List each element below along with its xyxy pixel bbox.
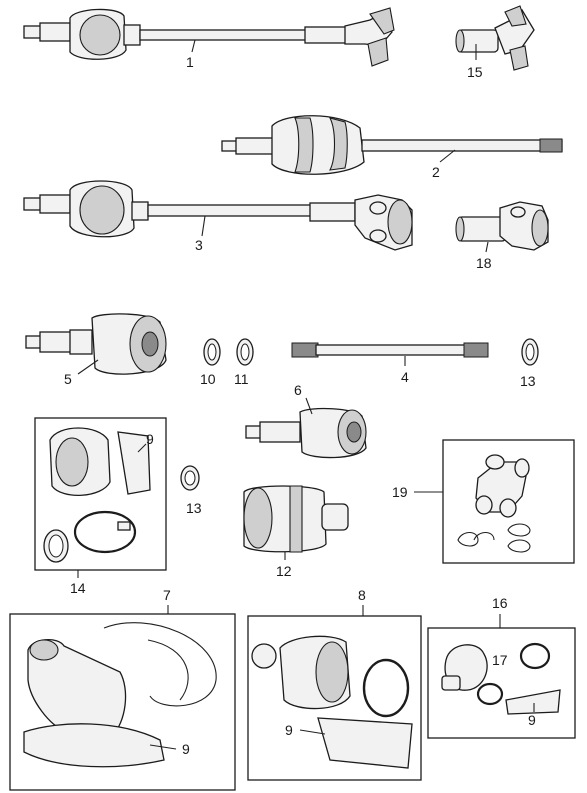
label-19: 19 — [392, 484, 408, 500]
part-18-universal-joint — [455, 201, 549, 251]
part-5-cv-joint — [25, 313, 167, 375]
label-13-middle: 13 — [186, 500, 202, 516]
callout-9-box8: 9 — [285, 722, 326, 738]
label-8: 8 — [358, 587, 366, 603]
part-13-circlip-top — [521, 338, 539, 366]
label-9-box14: 9 — [146, 431, 154, 447]
part-13-circlip-middle — [180, 465, 200, 491]
callout-12: 12 — [276, 552, 292, 579]
label-9-box7: 9 — [182, 741, 190, 757]
part-4-splined-shaft — [291, 342, 489, 358]
callout-19: 19 — [392, 484, 443, 500]
callout-2: 2 — [432, 149, 456, 180]
part-12-joint-housing — [243, 485, 349, 553]
callout-16: 16 — [492, 595, 508, 628]
callout-15: 15 — [467, 44, 483, 80]
label-9-box16: 9 — [528, 712, 536, 728]
part-6-cv-joint — [245, 407, 367, 459]
label-7: 7 — [163, 587, 171, 603]
callout-8: 8 — [358, 587, 366, 616]
callout-4: 4 — [401, 356, 409, 385]
callout-1: 1 — [186, 39, 196, 70]
callout-14: 14 — [70, 570, 86, 596]
part-11-circlip — [236, 338, 254, 366]
label-9-box8: 9 — [285, 722, 293, 738]
callout-5: 5 — [64, 359, 99, 387]
callout-7: 7 — [163, 587, 171, 614]
part-3-driveshaft-uj — [23, 180, 413, 251]
part-8-boot-kit-box — [247, 615, 422, 781]
label-12: 12 — [276, 563, 292, 579]
label-10: 10 — [200, 371, 216, 387]
part-19-uj-repair-kit-box — [442, 439, 575, 564]
callout-3: 3 — [195, 215, 206, 253]
label-5: 5 — [64, 371, 72, 387]
part-16-boot-kit-box — [427, 627, 576, 739]
label-2: 2 — [432, 164, 440, 180]
part-7-boot-kit-box — [9, 613, 236, 791]
label-14: 14 — [70, 580, 86, 596]
label-18: 18 — [476, 255, 492, 271]
part-2-driveshaft-with-boot — [221, 115, 563, 175]
label-13-top: 13 — [520, 373, 536, 389]
part-1-driveshaft — [23, 7, 395, 67]
label-3: 3 — [195, 237, 203, 253]
part-10-circlip — [203, 338, 221, 366]
callout-9-box7: 9 — [149, 741, 190, 757]
callout-6: 6 — [294, 382, 313, 415]
label-4: 4 — [401, 369, 409, 385]
label-6: 6 — [294, 382, 302, 398]
part-15-flange-yoke — [455, 5, 535, 71]
label-1: 1 — [186, 54, 194, 70]
callout-9-box14: 9 — [137, 431, 154, 453]
label-15: 15 — [467, 64, 483, 80]
callout-9-box16: 9 — [528, 703, 536, 728]
label-11: 11 — [234, 371, 249, 387]
label-16: 16 — [492, 595, 508, 611]
callout-18: 18 — [476, 241, 492, 271]
label-17: 17 — [492, 652, 508, 668]
